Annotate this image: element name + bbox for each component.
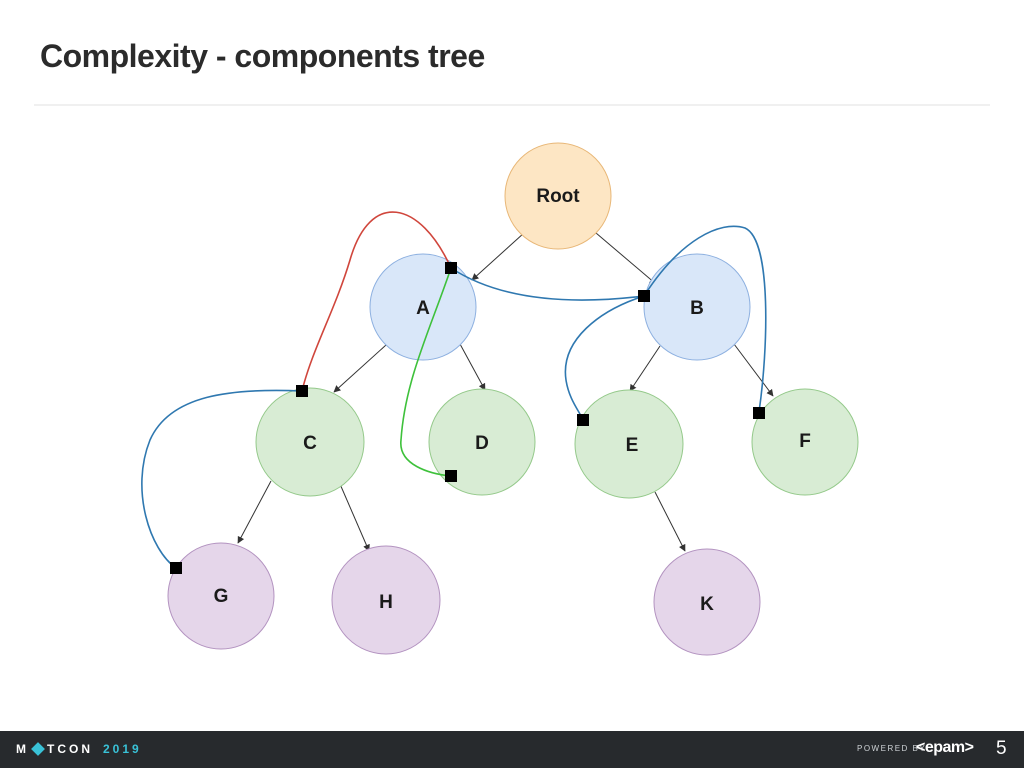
node-d-circle — [428, 388, 536, 496]
node-g-label: G — [214, 586, 229, 607]
node-e: E — [574, 389, 684, 499]
node-c: C — [255, 387, 365, 497]
node-b: B — [643, 253, 751, 361]
edge-c-h — [339, 483, 370, 552]
node-a: A — [369, 253, 477, 361]
node-b-label: B — [690, 298, 704, 319]
connection-green-a-d — [400, 267, 452, 477]
handle-square — [170, 562, 182, 574]
node-f-circle — [751, 388, 859, 496]
node-c-circle — [255, 387, 365, 497]
edge-e-k — [654, 491, 686, 552]
cross-connections — [141, 211, 767, 569]
connection-blue-b-f — [643, 225, 767, 413]
connection-blue-b-e — [564, 295, 645, 421]
node-h-label: H — [379, 592, 393, 613]
node-e-circle — [574, 389, 684, 499]
node-b-circle — [643, 253, 751, 361]
node-f: F — [751, 388, 859, 496]
handle-square — [577, 414, 589, 426]
node-k: K — [653, 548, 761, 656]
handle-square — [445, 262, 457, 274]
logo-text-left: M — [16, 742, 29, 756]
handle-square — [753, 407, 765, 419]
node-d-label: D — [475, 433, 489, 454]
node-a-label: A — [416, 298, 430, 319]
handle-square — [296, 385, 308, 397]
node-e-label: E — [626, 435, 639, 456]
node-root-label: Root — [536, 186, 580, 207]
connection-red-a-c — [301, 211, 452, 392]
node-g: G — [167, 542, 275, 650]
edge-a-d — [459, 343, 486, 391]
node-c-label: C — [303, 433, 317, 454]
node-h: H — [331, 545, 441, 655]
handle-square — [638, 290, 650, 302]
handle-square — [445, 470, 457, 482]
edge-c-g — [237, 480, 272, 544]
node-d: D — [428, 388, 536, 496]
edge-b-f — [733, 343, 774, 397]
conference-logo: M TCON 2019 — [16, 742, 142, 756]
node-k-circle — [653, 548, 761, 656]
edge-root-a — [471, 232, 525, 281]
powered-by-text: POWERED BY — [857, 744, 927, 753]
connection-blue-c-g — [141, 389, 303, 569]
node-k-label: K — [700, 594, 714, 615]
logo-year: 2019 — [103, 742, 142, 756]
page-number: 5 — [996, 738, 1007, 759]
tree-nodes: Root A B C D E F G — [167, 142, 859, 656]
slide-footer: M TCON 2019 POWERED BY <epam> 5 — [0, 731, 1024, 768]
logo-diamond-icon — [31, 742, 45, 756]
slide-title: Complexity - components tree — [40, 38, 485, 74]
title-divider — [34, 104, 990, 106]
epam-logo: <epam> — [916, 739, 974, 756]
tree-edges — [237, 232, 774, 552]
connection-blue-a-b — [450, 267, 645, 301]
node-root: Root — [504, 142, 612, 250]
node-a-circle — [369, 253, 477, 361]
edge-b-e — [629, 345, 661, 392]
components-tree-diagram: Root A B C D E F G — [141, 142, 859, 656]
connection-handles — [170, 262, 765, 574]
node-h-circle — [331, 545, 441, 655]
logo-text-right: TCON — [47, 742, 93, 756]
edge-root-b — [595, 232, 657, 285]
edge-a-c — [333, 344, 387, 393]
node-f-label: F — [799, 431, 811, 452]
node-g-circle — [167, 542, 275, 650]
node-root-circle — [504, 142, 612, 250]
